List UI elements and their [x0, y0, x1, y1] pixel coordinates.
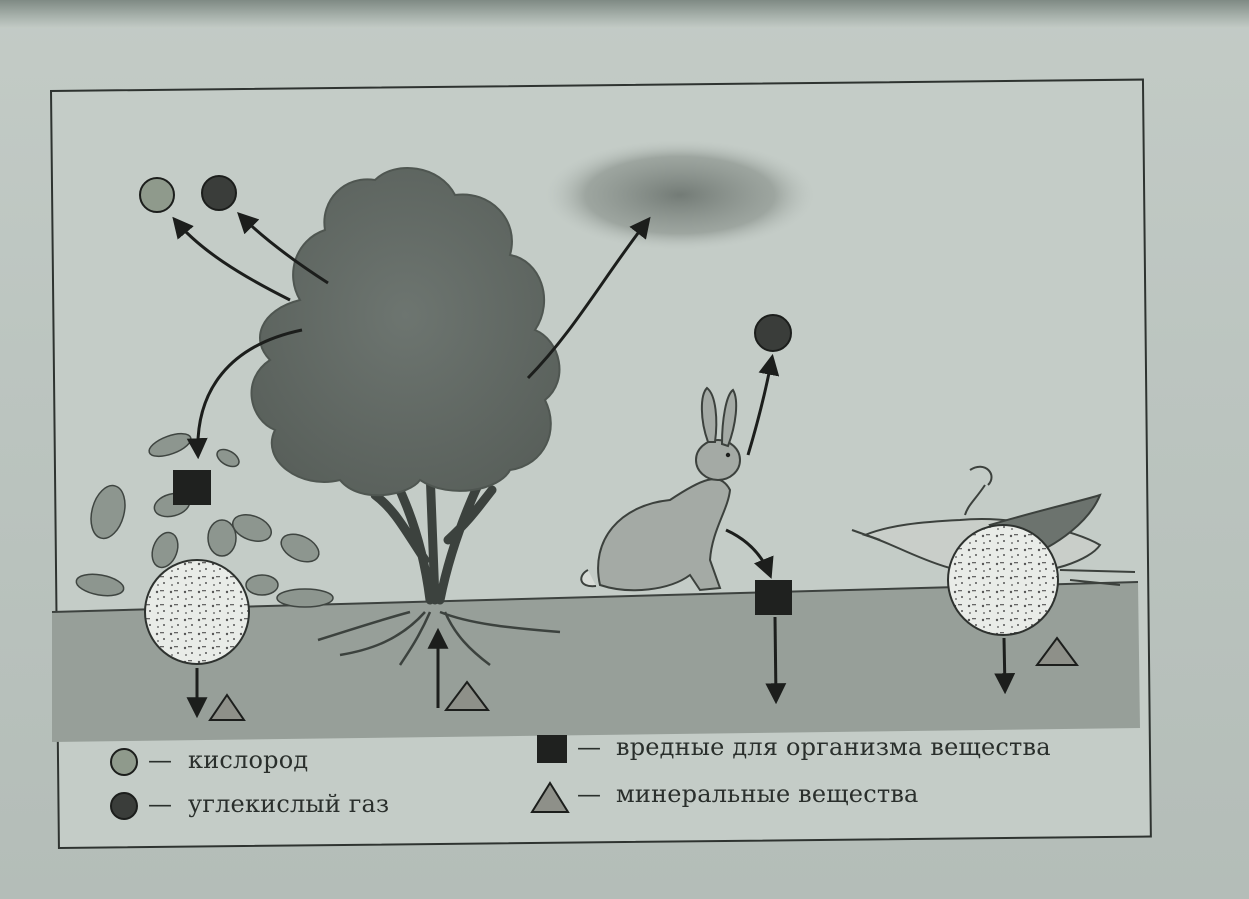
page-edge-shadow — [0, 0, 1249, 28]
decomposer-microbes-right — [947, 524, 1059, 636]
fallen-leaves — [75, 432, 334, 608]
atmosphere-cloud — [545, 140, 815, 250]
mineral-marker-right — [1035, 636, 1079, 666]
mineral-marker-left — [208, 693, 246, 721]
legend-harmful-label: вредные для организма вещества — [616, 733, 1051, 761]
harmful-marker-hare — [755, 580, 792, 615]
legend-co2-dash: — — [148, 790, 172, 818]
legend-harmful-dash: — — [577, 733, 601, 761]
mineral-marker-root — [444, 680, 490, 711]
legend-minerals-icon — [530, 781, 570, 813]
tree — [250, 167, 561, 666]
legend-oxygen-icon — [110, 748, 138, 776]
oxygen-marker — [139, 177, 175, 213]
harmful-marker-leaves — [173, 470, 211, 505]
cycle-arrows — [172, 212, 1016, 719]
legend-oxygen-dash: — — [148, 746, 172, 774]
co2-marker-tree — [201, 175, 237, 211]
legend-co2-icon — [110, 792, 138, 820]
legend-minerals-label: минеральные вещества — [616, 780, 919, 808]
legend-minerals-dash: — — [577, 780, 601, 808]
hare — [580, 386, 741, 592]
legend-harmful-icon — [537, 735, 567, 763]
legend-co2-label: углекислый газ — [188, 790, 390, 818]
legend-oxygen-label: кислород — [188, 746, 309, 774]
co2-marker-hare — [754, 314, 792, 352]
decomposer-microbes-left — [144, 559, 250, 665]
